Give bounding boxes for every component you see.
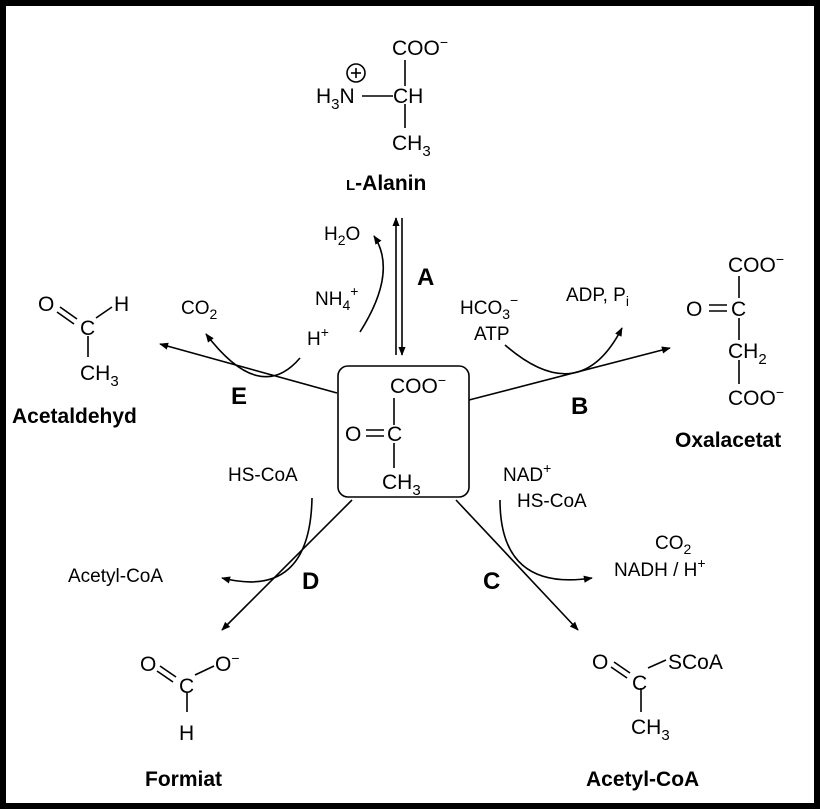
svg-text:D: D xyxy=(302,568,319,595)
reaction-b-labels: HCO3− ATP ADP, Pi B xyxy=(460,285,629,420)
svg-text:CO2: CO2 xyxy=(655,533,692,557)
svg-text:COO−: COO− xyxy=(728,251,784,277)
svg-text:E: E xyxy=(231,383,247,410)
svg-text:C: C xyxy=(387,423,402,446)
pyruvate-center: COO− O C CH3 xyxy=(337,365,470,499)
pyruvate-box xyxy=(337,365,470,498)
svg-text:CH3: CH3 xyxy=(382,471,421,499)
svg-text:H: H xyxy=(179,722,194,745)
svg-text:L-Alanin: L-Alanin xyxy=(346,172,426,195)
curve-c-side xyxy=(499,499,593,583)
svg-text:H+: H+ xyxy=(307,324,329,350)
svg-text:HS-CoA: HS-CoA xyxy=(228,465,298,486)
arrow-c-main xyxy=(455,499,579,631)
arrow-d-main xyxy=(221,499,353,631)
svg-text:CH2: CH2 xyxy=(728,340,767,368)
svg-text:O−: O− xyxy=(215,650,240,676)
formate-molecule: O C O− H Formiat xyxy=(140,650,240,791)
svg-text:CH: CH xyxy=(393,85,423,108)
acetylcoa-molecule: O C SCoA CH3 Acetyl-CoA xyxy=(586,651,723,791)
svg-text:CO2: CO2 xyxy=(181,298,218,322)
svg-text:NADH / H+: NADH / H+ xyxy=(614,555,706,581)
svg-text:O: O xyxy=(592,651,608,674)
svg-text:CH3: CH3 xyxy=(631,716,670,744)
svg-text:B: B xyxy=(571,393,588,420)
svg-text:H: H xyxy=(114,293,129,316)
svg-text:Acetaldehyd: Acetaldehyd xyxy=(12,405,137,428)
svg-text:COO−: COO− xyxy=(392,34,448,60)
arrow-e-main xyxy=(159,342,338,394)
curve-e-side xyxy=(205,333,301,378)
svg-text:C: C xyxy=(80,317,95,340)
oxaloacetate-molecule: COO− O C CH2 COO− Oxalacetat xyxy=(675,251,784,452)
svg-text:Acetyl-CoA: Acetyl-CoA xyxy=(68,566,163,587)
svg-text:O: O xyxy=(140,653,156,676)
reaction-d-labels: HS-CoA Acetyl-CoA D xyxy=(68,465,319,595)
svg-text:ATP: ATP xyxy=(474,324,510,345)
reaction-a-labels: H2O NH4+ A xyxy=(315,224,434,313)
svg-text:C: C xyxy=(179,675,194,698)
reaction-e-labels: CO2 H+ E xyxy=(181,298,329,410)
svg-text:ADP, Pi: ADP, Pi xyxy=(566,285,629,309)
reaction-c-labels: NAD+ HS-CoA CO2 NADH / H+ C xyxy=(483,460,706,595)
curve-b-side xyxy=(504,327,623,375)
curve-d-side xyxy=(221,497,313,584)
svg-text:H3N: H3N xyxy=(316,85,355,113)
svg-text:A: A xyxy=(417,264,434,291)
acetaldehyde-molecule: O C H CH3 Acetaldehyd xyxy=(12,293,137,428)
white-canvas xyxy=(6,6,814,803)
svg-text:COO−: COO− xyxy=(728,384,784,410)
svg-text:H2O: H2O xyxy=(324,224,360,248)
svg-text:C: C xyxy=(731,298,746,321)
svg-text:Acetyl-CoA: Acetyl-CoA xyxy=(586,768,699,791)
reaction-lines xyxy=(159,217,671,631)
svg-text:HCO3−: HCO3− xyxy=(460,292,518,322)
svg-text:CH3: CH3 xyxy=(392,132,431,160)
svg-text:O: O xyxy=(38,293,54,316)
svg-text:HS-CoA: HS-CoA xyxy=(517,491,587,512)
svg-text:NH4+: NH4+ xyxy=(315,283,358,313)
svg-text:C: C xyxy=(483,568,500,595)
curve-a-side xyxy=(359,235,385,333)
svg-text:O: O xyxy=(686,298,702,321)
svg-text:NAD+: NAD+ xyxy=(503,460,551,486)
svg-text:Oxalacetat: Oxalacetat xyxy=(675,429,781,452)
svg-text:SCoA: SCoA xyxy=(668,651,723,674)
alanine-molecule: COO− H3N CH CH3 L-Alanin xyxy=(316,34,448,195)
svg-text:COO−: COO− xyxy=(390,372,446,398)
svg-text:CH3: CH3 xyxy=(80,362,119,390)
svg-text:Formiat: Formiat xyxy=(145,768,222,791)
svg-text:C: C xyxy=(632,672,647,695)
svg-text:O: O xyxy=(345,423,361,446)
